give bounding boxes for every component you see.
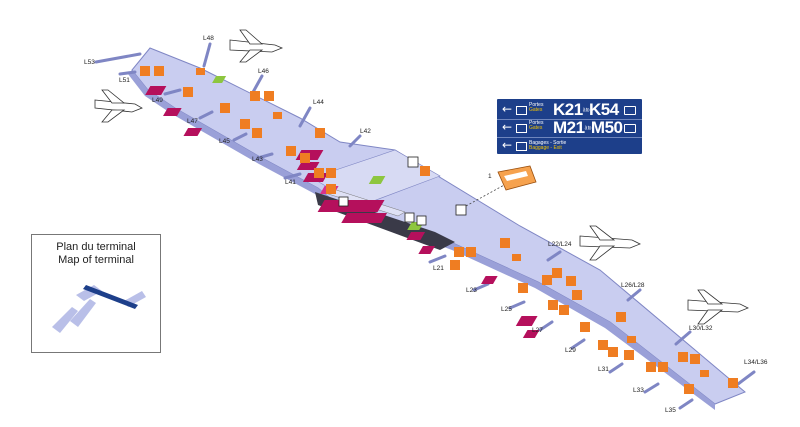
gate-label: L30/L32 (689, 325, 713, 332)
arrow-left-icon: ← (502, 102, 513, 116)
shuttle-icon (624, 124, 636, 133)
gate-label: L48 (203, 35, 214, 42)
gate-label: L44 (313, 99, 324, 106)
airplane-icon (229, 29, 284, 63)
escalator-icons (338, 156, 467, 226)
gate-label: L22/L24 (548, 241, 572, 248)
airplane-icon (94, 89, 143, 123)
gate-label: L29 (565, 347, 576, 354)
airplane-icon (687, 289, 749, 325)
gate-label: L35 (665, 407, 676, 414)
gate-label: L27 (532, 327, 543, 334)
jet-bridges (94, 42, 756, 410)
service-icons (140, 66, 738, 394)
gate-label: L43 (252, 156, 263, 163)
gate-label: L47 (187, 118, 198, 125)
concourse-floor (128, 47, 746, 410)
arrow-left-icon: ← (502, 120, 513, 134)
shuttle-icon (624, 106, 636, 115)
gate-label: L31 (598, 366, 609, 373)
departures-icon (516, 124, 527, 133)
baggage-icon (516, 142, 527, 151)
gate-label: L26/L28 (621, 282, 645, 289)
gate-label: L51 (119, 77, 130, 84)
gate-label: L41 (285, 179, 296, 186)
gate-labels: L53 L51 L48 L49 L46 L47 L44 L45 L42 L43 … (84, 35, 768, 414)
arrow-left-icon: ← (502, 138, 513, 152)
gate-label: L53 (84, 59, 95, 66)
airplane-icon (579, 225, 641, 261)
gate-label: L42 (360, 128, 371, 135)
locator-map (52, 285, 146, 333)
gate-label: L23 (466, 287, 477, 294)
gate-label: L25 (501, 306, 512, 313)
gate-label: L21 (433, 265, 444, 272)
shuttle-label: 1 (488, 173, 492, 180)
departures-icon (516, 106, 527, 115)
gate-label: L49 (152, 97, 163, 104)
gate-label: L46 (258, 68, 269, 75)
shuttle-train-icon (497, 165, 537, 191)
gate-label: L34/L36 (744, 359, 768, 366)
gate-label: L45 (219, 138, 230, 145)
gate-label: L33 (633, 387, 644, 394)
shops (145, 86, 540, 338)
